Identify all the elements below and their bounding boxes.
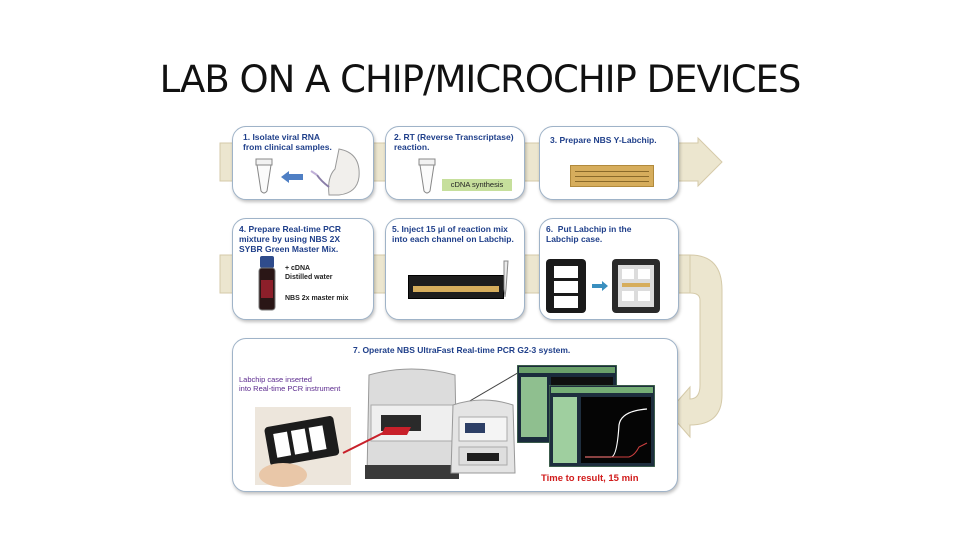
step3-caption: 3. Prepare NBS Y-Labchip. [550, 135, 657, 145]
step4-master-mix-label: NBS 2x master mix [285, 295, 348, 304]
tube-icon [253, 157, 275, 197]
pcr-instrument-small-photo [447, 397, 519, 481]
cdna-synthesis-label: cDNA synthesis [442, 179, 512, 191]
right-arrow-icon [592, 281, 608, 291]
red-pointer-arrow [341, 427, 391, 457]
step5-caption: 5. Inject 15 µl of reaction mix into eac… [392, 224, 514, 244]
labchip-case-loaded-icon [612, 259, 660, 313]
step3-card: 3. Prepare NBS Y-Labchip. [539, 126, 679, 200]
step4-card: 4. Prepare Real-time PCR mixture by usin… [232, 218, 374, 320]
step5-card: 5. Inject 15 µl of reaction mix into eac… [385, 218, 525, 320]
step1-card: 1. Isolate viral RNA from clinical sampl… [232, 126, 374, 200]
step7-caption: 7. Operate NBS UltraFast Real-time PCR G… [353, 345, 570, 355]
master-mix-bottle-icon [257, 256, 277, 314]
tube-icon [416, 157, 438, 197]
left-arrow-icon [281, 171, 303, 183]
time-to-result: Time to result, 15 min [541, 473, 639, 484]
hand-holding-labchip-photo [253, 397, 353, 487]
face-swab-icon [309, 147, 363, 197]
step4-ingredients: + cDNA Distilled water [285, 265, 332, 282]
step6-card: 6. Put Labchip in the Labchip case. [539, 218, 679, 320]
step7-card: 7. Operate NBS UltraFast Real-time PCR G… [232, 338, 678, 492]
step7-note: Labchip case inserted into Real-time PCR… [239, 375, 340, 393]
y-labchip [570, 165, 654, 187]
labchip-on-dark-base [408, 275, 504, 299]
step4-caption: 4. Prepare Real-time PCR mixture by usin… [239, 224, 341, 254]
step2-caption: 2. RT (Reverse Transcriptase) reaction. [394, 132, 514, 152]
step2-card: 2. RT (Reverse Transcriptase) reaction. … [385, 126, 525, 200]
labchip-case-open-icon [546, 259, 586, 313]
pipette-icon [492, 259, 510, 299]
software-screen-front [549, 385, 655, 467]
step6-caption: 6. Put Labchip in the Labchip case. [546, 224, 631, 244]
